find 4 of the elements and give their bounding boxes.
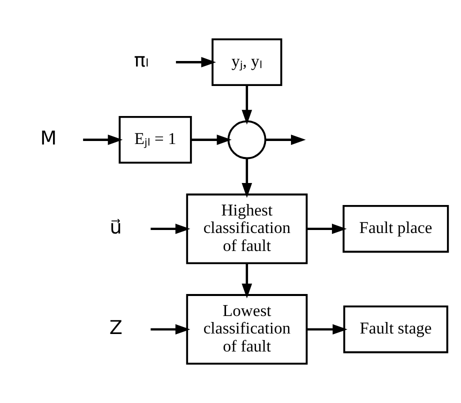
node-text: u⃗ [109,216,122,238]
node-text: πₗ [133,50,148,72]
node-text: Z [108,316,122,339]
node-text: M [40,127,56,150]
